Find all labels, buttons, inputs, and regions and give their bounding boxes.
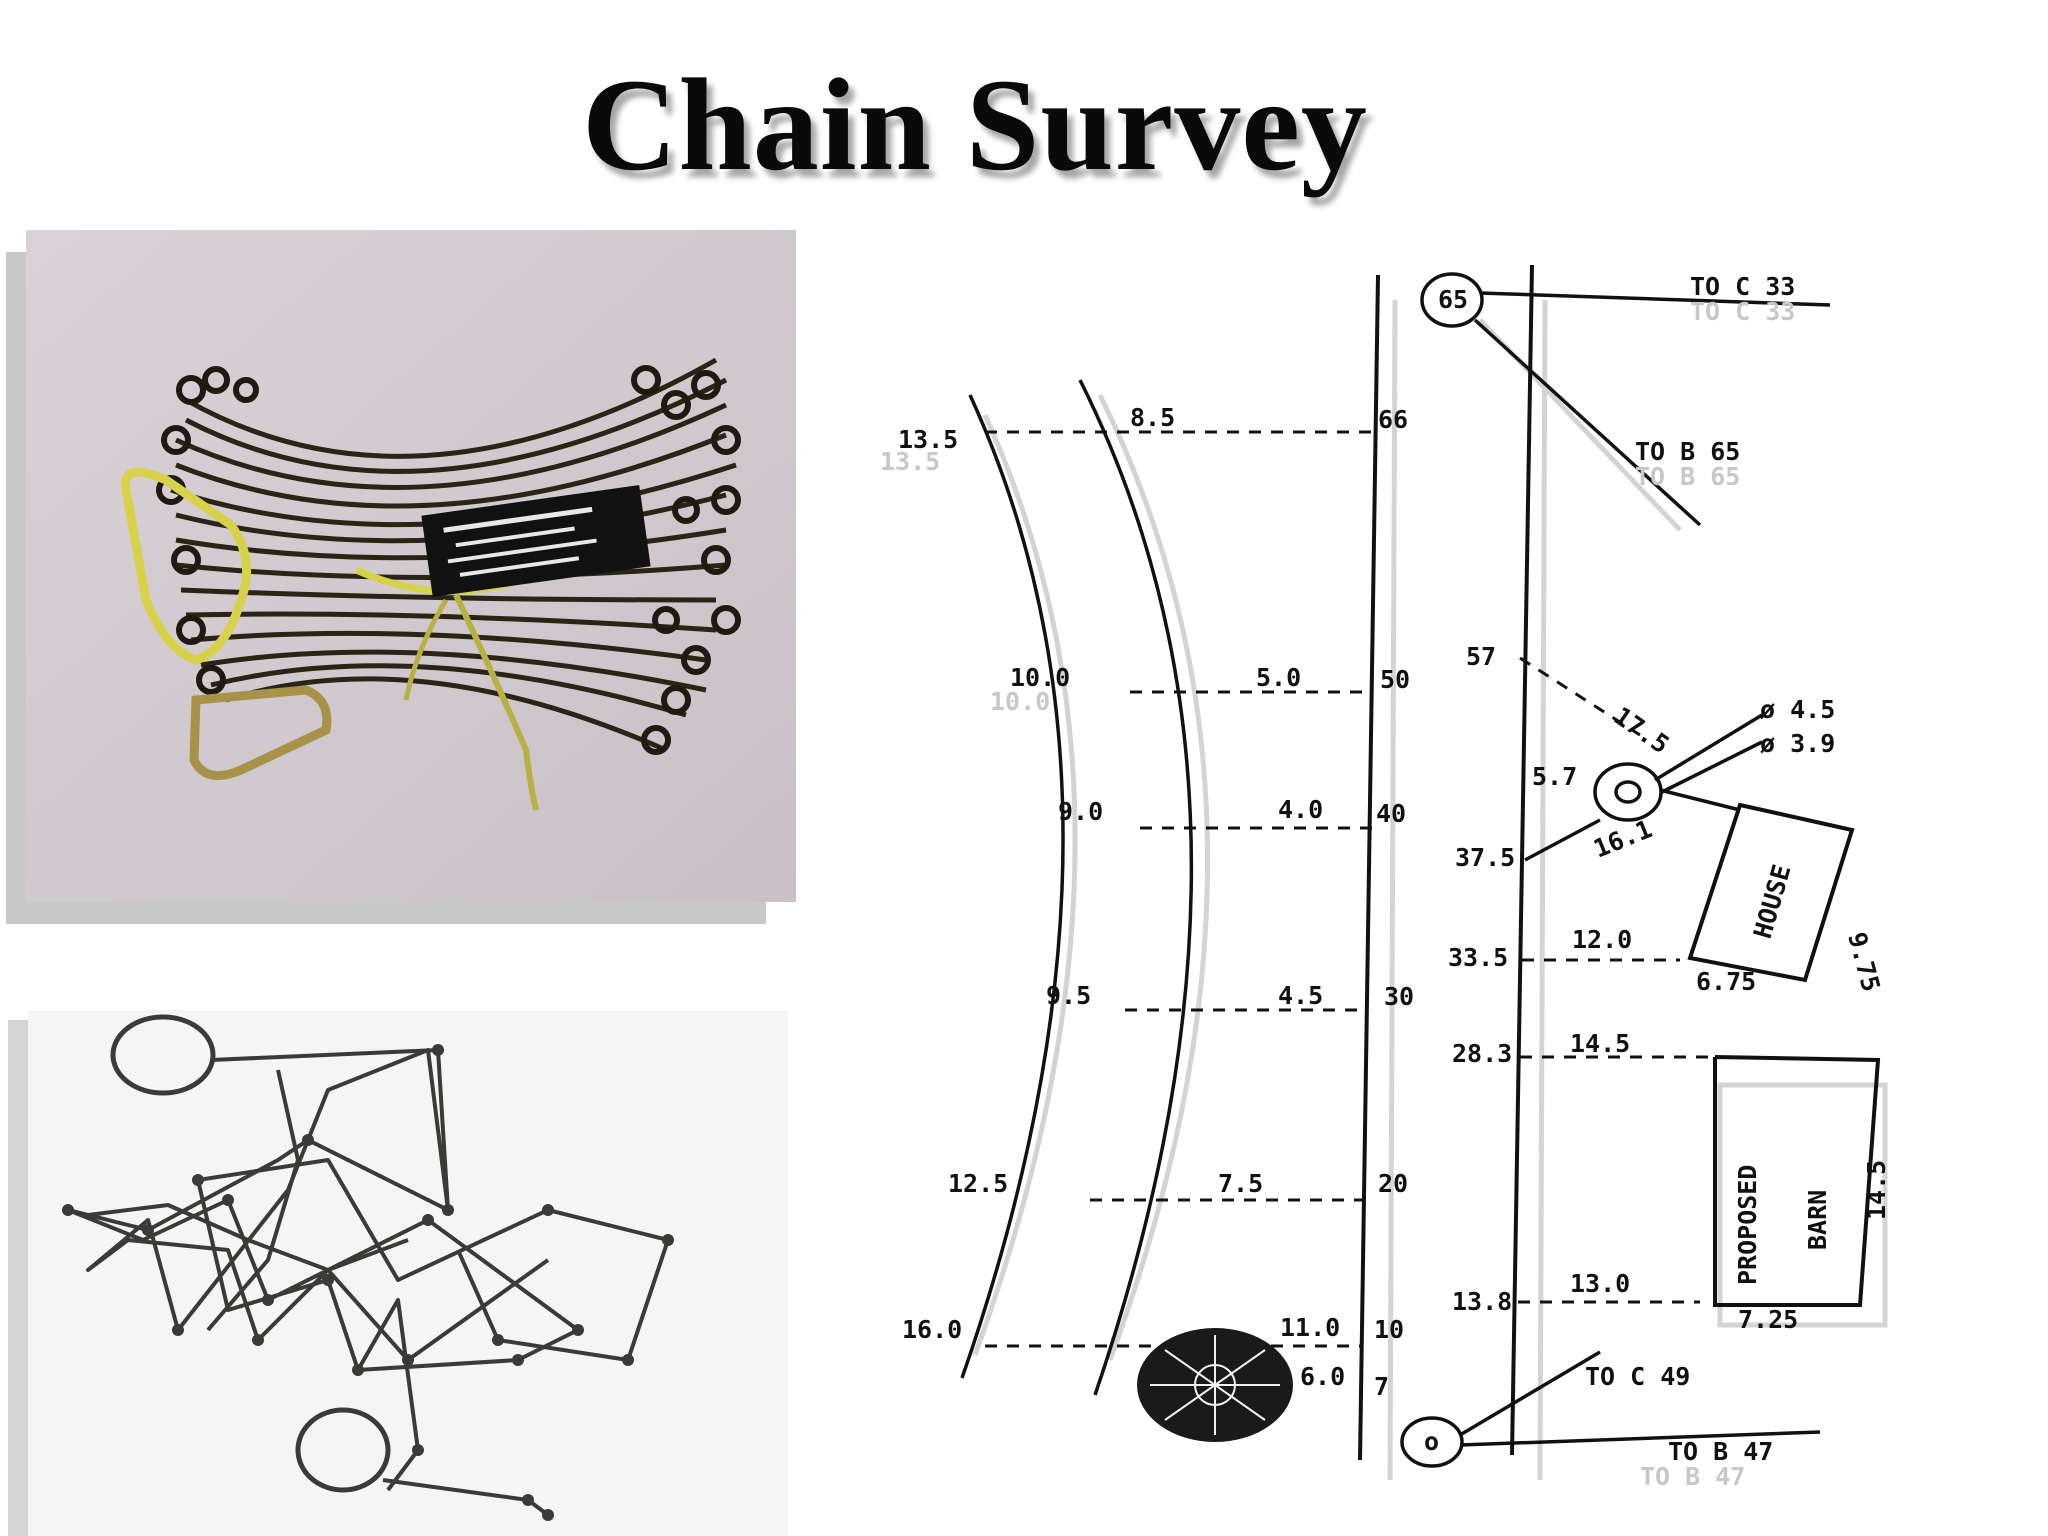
offset-label: 5.0 (1256, 663, 1301, 692)
ghost-label: 13.5 (880, 447, 940, 476)
offset-label: 5.7 (1532, 762, 1577, 791)
station-top-circle (1420, 272, 1484, 328)
ray-label: TO B 47 (1668, 1437, 1773, 1466)
chain-loose-illustration (28, 1010, 788, 1536)
offset-label: 8.5 (1130, 403, 1175, 432)
chainage-label: 30 (1384, 982, 1414, 1011)
tree-icon (1137, 1328, 1293, 1442)
chainage-label: 50 (1380, 665, 1410, 694)
chain-bundle-photo (26, 230, 796, 902)
road-edge-outer (960, 394, 1065, 1379)
offset-label: 16.0 (902, 1315, 962, 1344)
offset-label: 4.5 (1278, 981, 1323, 1010)
chain-line-right (1510, 264, 1534, 1456)
offset-label: 11.0 (1280, 1313, 1340, 1342)
barn-label: BARN (1803, 1190, 1832, 1250)
offset-label: 17.5 (1609, 701, 1675, 759)
chainage-label: 7 (1374, 1372, 1389, 1401)
ray-label: TO C 49 (1585, 1362, 1690, 1391)
ghost-echo (972, 299, 1888, 1481)
offset-label: 10.0 (1010, 663, 1070, 692)
chainage-label: 20 (1378, 1169, 1408, 1198)
house-label: HOUSE (1748, 861, 1797, 941)
barn-outline (1713, 1055, 1881, 1307)
chain-bundle-illustration (26, 230, 796, 902)
offset-label: 7.25 (1738, 1305, 1798, 1334)
ghost-label: 10.0 (990, 687, 1050, 716)
offset-label: 12.0 (1572, 925, 1632, 954)
house-outline (1687, 802, 1855, 983)
ray-label: TO C 33 (1690, 272, 1795, 301)
offset-label: 13.8 (1452, 1287, 1512, 1316)
ray-label: TO B 65 (1635, 437, 1740, 466)
offset-label: 6.0 (1300, 1362, 1345, 1391)
offset-label: 12.5 (948, 1169, 1008, 1198)
offset-label: 13.0 (1570, 1269, 1630, 1298)
offset-label: 6.75 (1696, 967, 1756, 996)
ghost-label: TO C 33 (1690, 297, 1795, 326)
offset-label: 33.5 (1448, 943, 1508, 972)
chainage-label: 10 (1374, 1315, 1404, 1344)
offset-label: 28.3 (1452, 1039, 1512, 1068)
offset-label: 37.5 (1455, 843, 1515, 872)
offset-label: 4.0 (1278, 795, 1323, 824)
offset-label: ø 3.9 (1760, 729, 1835, 758)
chainage-label: 66 (1378, 405, 1408, 434)
slide-title: Chain Survey (582, 51, 1368, 198)
field-book-diagram: 13.5 10.0 TO B 65 TO C 33 TO B 47 66 50 … (880, 264, 1891, 1491)
offset-label: 9.0 (1058, 797, 1103, 826)
offset-label: 9.5 (1046, 981, 1091, 1010)
offset-label: 14.5 (1570, 1029, 1630, 1058)
barn-label: PROPOSED (1733, 1165, 1762, 1285)
ghost-label: TO B 65 (1635, 462, 1740, 491)
station-bottom-circle (1400, 1416, 1464, 1468)
offset-label: 9.75 (1842, 929, 1886, 995)
offset-label: ø 4.5 (1760, 695, 1835, 724)
chainage-label: 40 (1376, 799, 1406, 828)
well-circle (1593, 762, 1663, 822)
offset-lines (985, 430, 1710, 1348)
station-label: 65 (1438, 285, 1468, 314)
offset-label: 14.5 (1862, 1160, 1891, 1220)
road-edge-inner (1078, 379, 1194, 1396)
stations (1400, 272, 1831, 1468)
offset-label: 7.5 (1218, 1169, 1263, 1198)
offset-label: 57 (1466, 642, 1496, 671)
ghost-label: TO B 47 (1640, 1462, 1745, 1491)
chain-line-left (1358, 274, 1380, 1461)
chain-loose-photo (28, 1010, 788, 1536)
offset-label: 13.5 (898, 425, 958, 454)
station-label: o (1424, 1427, 1439, 1456)
